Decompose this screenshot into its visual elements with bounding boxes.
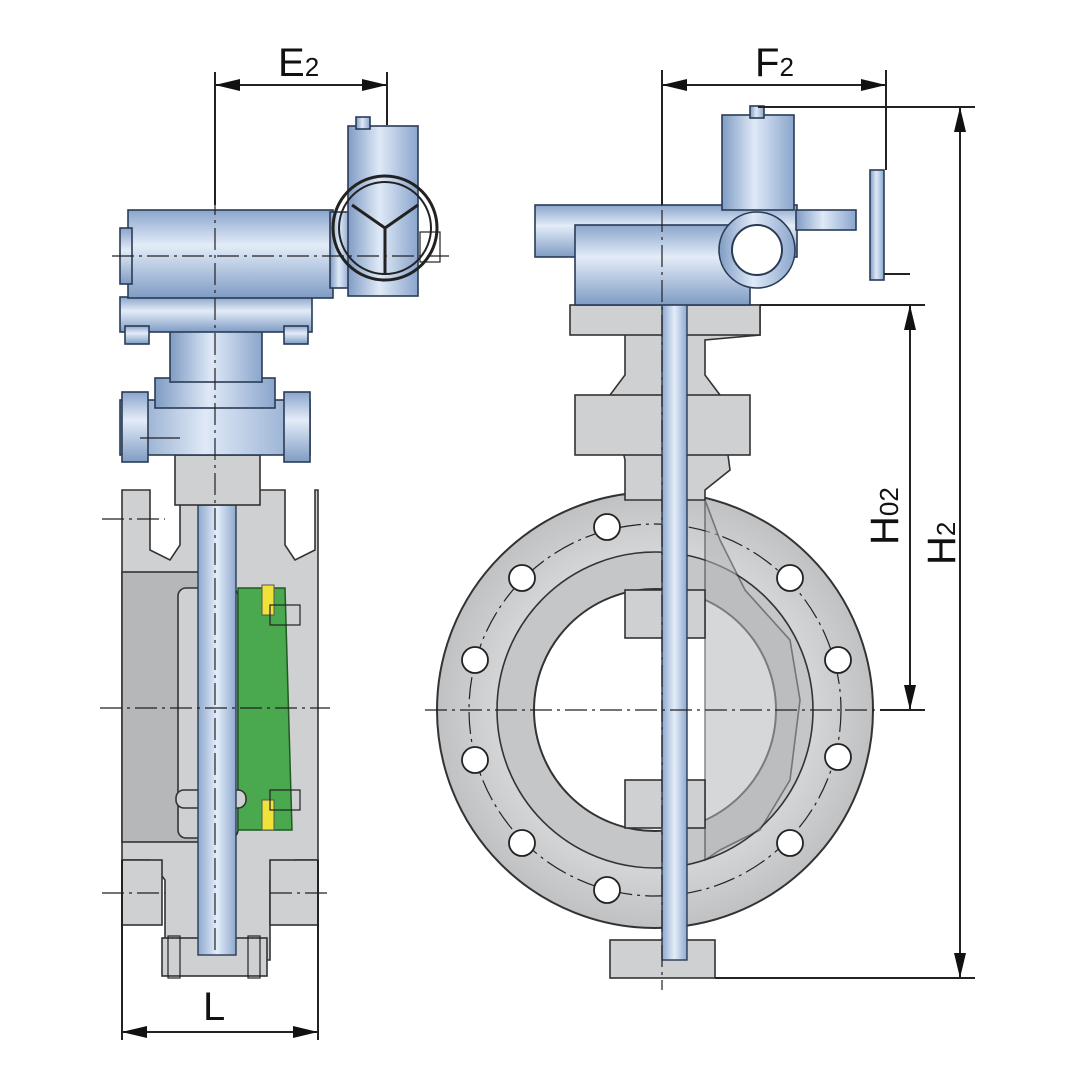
dimension-label-l: L bbox=[203, 985, 225, 1029]
disc-seal-side bbox=[175, 584, 301, 839]
valve-stem-front bbox=[661, 299, 688, 961]
gearbox-side bbox=[119, 209, 351, 299]
dimension-label-h2: H2 bbox=[920, 522, 964, 565]
valve-stem-side bbox=[197, 504, 237, 956]
valve-body-front bbox=[436, 304, 874, 979]
actuator-side bbox=[331, 116, 441, 297]
bolt-holes bbox=[461, 513, 852, 904]
dimension-label-e2: E2 bbox=[278, 41, 319, 85]
dimension-l: L bbox=[121, 860, 319, 1040]
bracket-side bbox=[119, 296, 313, 506]
dimension-f2: F2 bbox=[661, 41, 887, 205]
side-view bbox=[100, 88, 450, 979]
dimension-label-h02: H02 bbox=[863, 487, 907, 545]
dimension-h02: H02 bbox=[760, 304, 925, 711]
dimension-h2: H2 bbox=[715, 106, 975, 979]
front-view bbox=[425, 70, 910, 990]
dimension-e2: E2 bbox=[214, 41, 388, 205]
dimension-label-f2: F2 bbox=[755, 41, 794, 85]
gearbox-front bbox=[534, 105, 910, 306]
